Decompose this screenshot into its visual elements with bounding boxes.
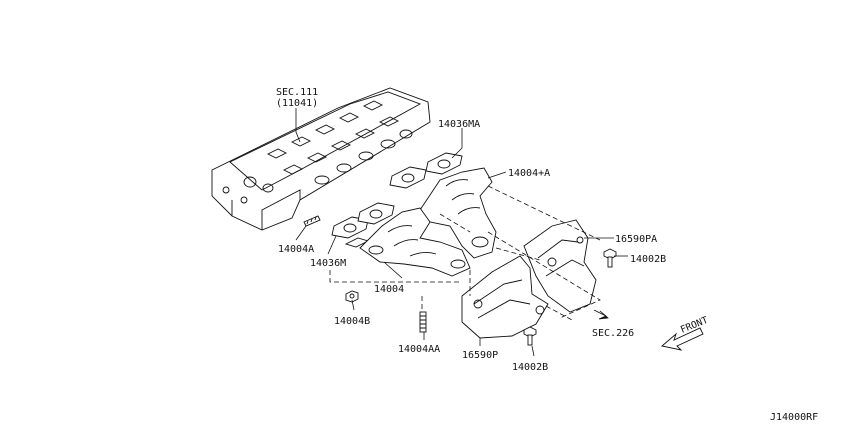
exhaust-manifold-14004 — [359, 207, 471, 277]
label-14036MA: 14036MA — [438, 119, 480, 130]
label-16590PA: 16590PA — [615, 234, 657, 245]
label-14002B-right: 14002B — [630, 254, 666, 265]
heat-shield-16590P — [461, 255, 549, 339]
nut-14004B — [345, 290, 359, 303]
label-14002B-bottom: 14002B — [512, 362, 548, 373]
exhaust-gasket-14036MA — [389, 152, 463, 189]
label-14004: 14004 — [374, 284, 404, 295]
label-14004AA: 14004AA — [398, 344, 440, 355]
assembly-lines — [329, 185, 601, 321]
diagram-id: J14000RF — [770, 412, 818, 423]
label-sec226: SEC.226 — [592, 328, 634, 339]
heat-shield-16590PA — [523, 219, 597, 313]
stud-14004A — [303, 215, 321, 227]
leader-lines — [295, 108, 628, 357]
exhaust-manifold-14004-plus-a — [419, 167, 497, 259]
label-14004A: 14004A — [278, 244, 314, 255]
sec226-arrow — [593, 309, 609, 320]
label-14004B: 14004B — [334, 316, 370, 327]
front-arrow-icon — [661, 327, 704, 351]
bolt-14002B-bottom — [523, 326, 537, 346]
cylinder-head — [211, 87, 431, 231]
stud-14004AA — [419, 311, 427, 333]
label-sec111-sub: (11041) — [276, 98, 318, 109]
label-sec111: SEC.111 — [276, 87, 318, 98]
exhaust-gasket-14036M — [331, 202, 395, 248]
label-14004-plus-a: 14004+A — [508, 168, 550, 179]
bolt-14002B-right — [603, 248, 617, 268]
label-14036M: 14036M — [310, 258, 346, 269]
label-16590P: 16590P — [462, 350, 498, 361]
